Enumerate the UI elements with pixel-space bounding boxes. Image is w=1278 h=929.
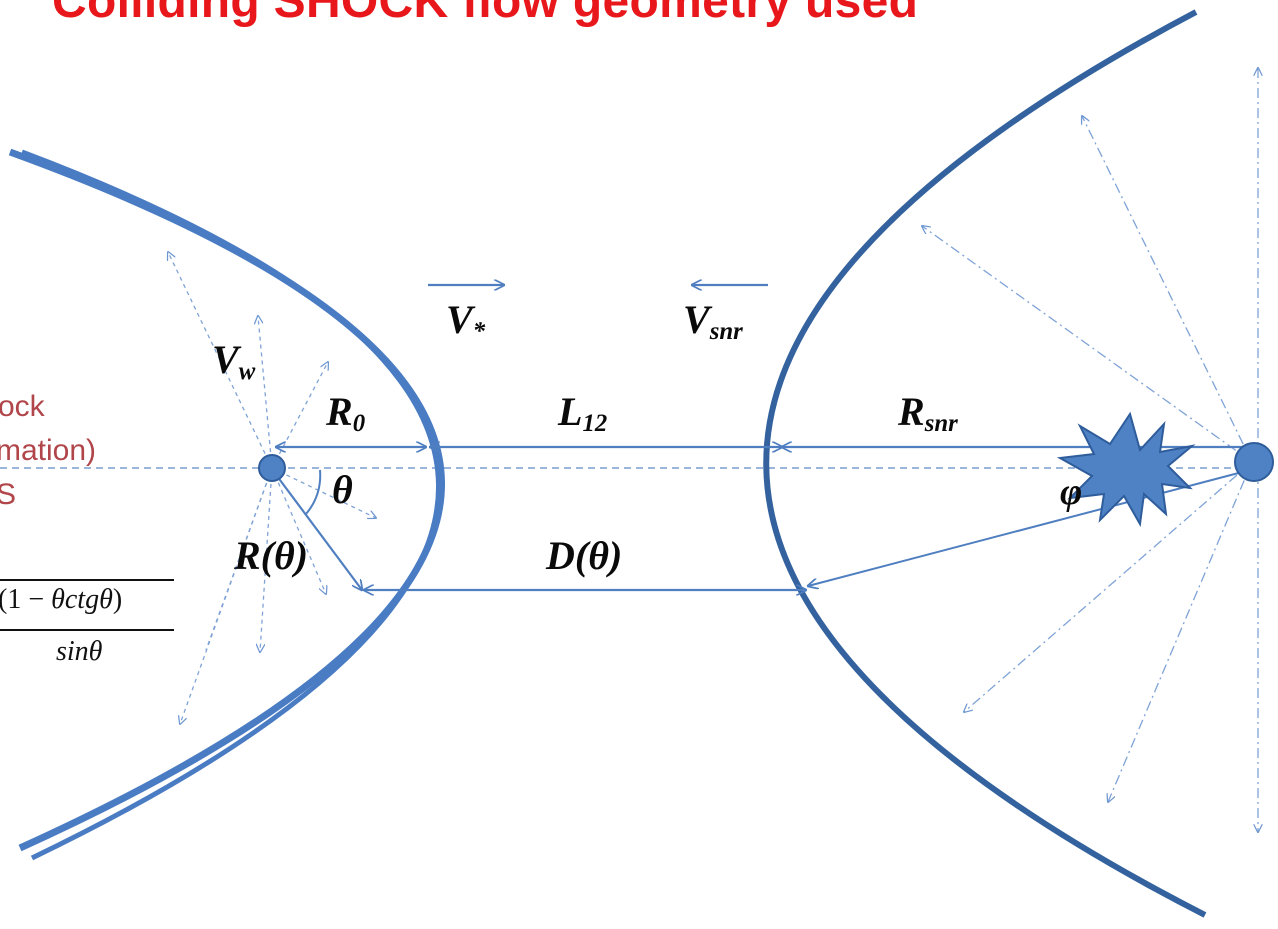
label-vstar: V* xyxy=(446,297,486,346)
supernova-explosion-icon xyxy=(1056,411,1196,528)
slide-title: Colliding SHOCK flow geometry used xyxy=(52,0,918,29)
label-d-theta: D(θ) xyxy=(546,533,623,578)
label-r-theta: R(θ) xyxy=(234,533,309,578)
title-suffix: flow geometry used xyxy=(448,0,919,28)
label-l12: L12 xyxy=(558,389,608,438)
label-vw: Vw xyxy=(212,337,256,386)
formula-fraction-bar xyxy=(0,629,174,631)
formula-numerator: (1 − θctgθ) xyxy=(0,584,123,615)
title-prefix: Colliding xyxy=(52,0,274,28)
theta-arc xyxy=(305,469,322,515)
label-rsnr: Rsnr xyxy=(898,389,958,438)
snr-expansion-arrows xyxy=(922,68,1258,832)
title-highlight: SHOCK xyxy=(273,0,449,28)
snr-center-source xyxy=(1234,442,1274,482)
wind-star-source xyxy=(258,454,286,482)
formula-overline xyxy=(0,579,174,581)
formula-denominator: sinθ xyxy=(56,636,103,667)
side-text-line1: ock xyxy=(0,390,45,423)
snr-shell-arc xyxy=(763,9,1207,918)
wind-shock-outer xyxy=(8,148,445,852)
wind-shock-inner xyxy=(21,149,441,861)
label-phi: φ xyxy=(1060,471,1083,513)
side-text-line2: mation) xyxy=(0,434,97,467)
label-theta: θ xyxy=(332,467,353,512)
snr-radius-arrow xyxy=(808,469,1251,586)
label-vsnr: Vsnr xyxy=(683,297,743,346)
side-text-line3: S xyxy=(0,478,17,511)
label-r0: R0 xyxy=(326,389,366,438)
r-theta-arrow xyxy=(273,471,362,590)
